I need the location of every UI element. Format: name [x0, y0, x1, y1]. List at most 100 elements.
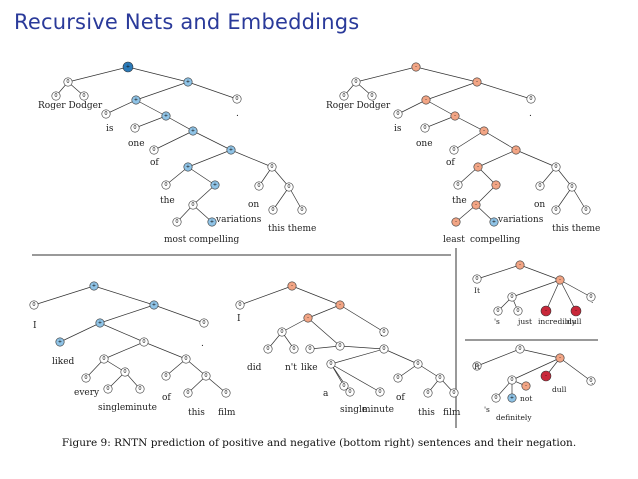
tree-negative-least-compelling-node-circle-o	[491, 180, 501, 190]
tree-liked-every-film-node-root: +	[89, 281, 99, 291]
tree-incredibly-dull-word-5: .	[591, 296, 593, 305]
tree-positive-compelling-edge-1	[127, 66, 189, 83]
tree-negative-least-compelling-word-1: is	[394, 124, 402, 134]
tree-negative-least-compelling-node-symbol-b: 0	[370, 93, 373, 99]
tree-positive-compelling-edge-6	[105, 99, 137, 115]
tree-negative-least-compelling-word-9: this theme	[552, 224, 600, 234]
tree-negative-least-compelling-node-circle-g	[420, 123, 430, 133]
tree-negative-least-compelling-node-circle-u	[451, 217, 461, 227]
tree-liked-every-film-node-circle-c	[95, 318, 105, 328]
tree-negative-least-compelling-node-symbol-m: 0	[554, 164, 557, 170]
tree-positive-compelling-word-9: .	[236, 109, 239, 119]
tree-didnt-like-film-node-symbol-root: -	[291, 283, 293, 289]
tree-positive-compelling-node-b: 0	[79, 91, 89, 101]
tree-positive-compelling-node-circle-r	[188, 200, 198, 210]
tree-didnt-like-film-node-circle-k	[326, 359, 336, 369]
tree-incredibly-dull-node-b: -	[555, 275, 565, 285]
tree-liked-every-film-node-circle-a	[29, 300, 39, 310]
tree-positive-compelling-node-circle-m	[267, 162, 277, 172]
tree-negative-least-compelling-node-circle-v	[489, 217, 499, 227]
tree-didnt-like-film-node-circle-p	[435, 373, 445, 383]
tree-didnt-like-film-node-symbol-b: -	[339, 302, 341, 308]
tree-negative-least-compelling-node-circle-e	[393, 109, 403, 119]
tree-incredibly-dull-node-circle-f	[513, 306, 523, 316]
tree-didnt-like-film-node-symbol-c: -	[307, 315, 309, 321]
tree-liked-every-film-node-symbol-j: 0	[123, 369, 126, 375]
tree-positive-compelling-node-circle-v	[207, 217, 217, 227]
tree-didnt-like-film-edge-3	[339, 304, 385, 333]
tree-positive-compelling-node-symbol-k: +	[186, 164, 190, 170]
tree-incredibly-dull-node-circle-e	[493, 306, 503, 316]
tree-positive-compelling-node-symbol-t: 0	[300, 207, 303, 213]
tree-didnt-like-film-node-symbol-j: 0	[382, 346, 385, 352]
tree-didnt-like-film-word-2: n't	[285, 363, 297, 373]
tree-didnt-like-film-node-circle-e	[277, 327, 287, 337]
tree-positive-compelling-edge-0	[67, 66, 129, 83]
tree-positive-compelling-edge-19	[272, 186, 290, 211]
tree-negative-least-compelling-node-symbol-q: 0	[570, 184, 573, 190]
tree-negative-least-compelling-node-b: 0	[367, 91, 377, 101]
tree-incredibly-dull-edge-2	[511, 279, 561, 298]
tree-negative-least-compelling-node-symbol-t: 0	[584, 207, 587, 213]
tree-negative-least-compelling-node-symbol-n: 0	[456, 182, 459, 188]
tree-liked-every-film-node-circle-i	[81, 373, 91, 383]
tree-liked-every-film-edge-1	[93, 285, 155, 306]
tree-liked-every-film-node-circle-f	[139, 337, 149, 347]
tree-didnt-like-film-node-symbol-t: 0	[452, 390, 455, 396]
tree-definitely-not-dull-edge-1	[519, 348, 561, 359]
tree-negative-least-compelling-word-3: of	[446, 158, 455, 168]
tree-didnt-like-film-node-e: 0	[277, 327, 287, 337]
tree-definitely-not-dull-node-circle-g	[521, 381, 531, 391]
tree-didnt-like-film-word-10: .	[380, 329, 383, 339]
tree-negative-least-compelling-node-circle-L	[351, 77, 361, 87]
tree-definitely-not-dull-node-c: 0	[507, 375, 517, 385]
tree-negative-least-compelling-word-6: compelling	[470, 235, 521, 245]
tree-liked-every-film-node-e: +	[55, 337, 65, 347]
tree-liked-every-film-word-4: minute	[125, 403, 157, 413]
tree-positive-compelling-edge-10	[153, 130, 194, 151]
tree-negative-least-compelling-edge-8	[424, 115, 456, 129]
tree-liked-every-film-node-symbol-h: 0	[184, 356, 187, 362]
tree-negative-least-compelling-node-n: 0	[453, 180, 463, 190]
tree-negative-least-compelling-node-s: 0	[551, 205, 561, 215]
tree-liked-every-film-edge-0	[33, 285, 95, 306]
tree-definitely-not-dull-node-g: -	[521, 381, 531, 391]
tree-liked-every-film-word-3: single	[98, 403, 125, 413]
tree-negative-least-compelling-edge-10	[453, 130, 485, 151]
tree-incredibly-dull-node-circle-d	[586, 292, 596, 302]
tree-negative-least-compelling-node-h: -	[479, 126, 489, 136]
tree-positive-compelling-node-symbol-b: 0	[82, 93, 85, 99]
tree-definitely-not-dull-node-symbol-f: +	[510, 395, 514, 401]
tree-didnt-like-film-node-q: 0	[345, 387, 355, 397]
tree-negative-least-compelling-node-circle-i	[449, 145, 459, 155]
tree-positive-compelling-node-s: 0	[268, 205, 278, 215]
tree-negative-least-compelling-node-symbol-rr: -	[476, 79, 478, 85]
tree-definitely-not-dull-node-symbol-c: 0	[510, 377, 513, 383]
tree-definitely-not-dull-node-circle-c	[507, 375, 517, 385]
tree-negative-least-compelling-node-a: 0	[339, 91, 349, 101]
tree-didnt-like-film-node-symbol-d: 0	[382, 329, 385, 335]
tree-definitely-not-dull-node-circle-e	[491, 393, 501, 403]
tree-didnt-like-film-word-9: film	[443, 408, 461, 418]
tree-negative-least-compelling-node-r: -	[471, 200, 481, 210]
tree-negative-least-compelling-word-10: .	[529, 109, 532, 119]
tree-liked-every-film-node-symbol-root: +	[92, 283, 96, 289]
tree-didnt-like-film-word-7: of	[396, 393, 405, 403]
tree-liked-every-film-node-h: 0	[181, 354, 191, 364]
tree-positive-compelling-node-p: 0	[254, 181, 264, 191]
tree-negative-least-compelling-node-symbol-e: 0	[396, 111, 399, 117]
tree-definitely-not-dull-node-h: -	[540, 370, 552, 382]
tree-negative-least-compelling-node-circle-f	[450, 111, 460, 121]
tree-negative-least-compelling-node-c: -	[421, 95, 431, 105]
tree-didnt-like-film-edge-2	[307, 304, 341, 319]
tree-positive-compelling-edge-15	[187, 166, 216, 186]
tree-didnt-like-film-node-symbol-r: 0	[378, 389, 381, 395]
tree-positive-compelling-word-2: one	[128, 139, 145, 149]
tree-didnt-like-film-node-g: 0	[263, 344, 273, 354]
tree-liked-every-film-node-symbol-i: 0	[84, 375, 87, 381]
tree-positive-compelling-word-3: of	[150, 158, 159, 168]
tree-incredibly-dull-node-circle-c	[507, 292, 517, 302]
tree-negative-least-compelling-edge-6	[397, 99, 427, 115]
tree-liked-every-film-word-2: every	[74, 388, 100, 398]
